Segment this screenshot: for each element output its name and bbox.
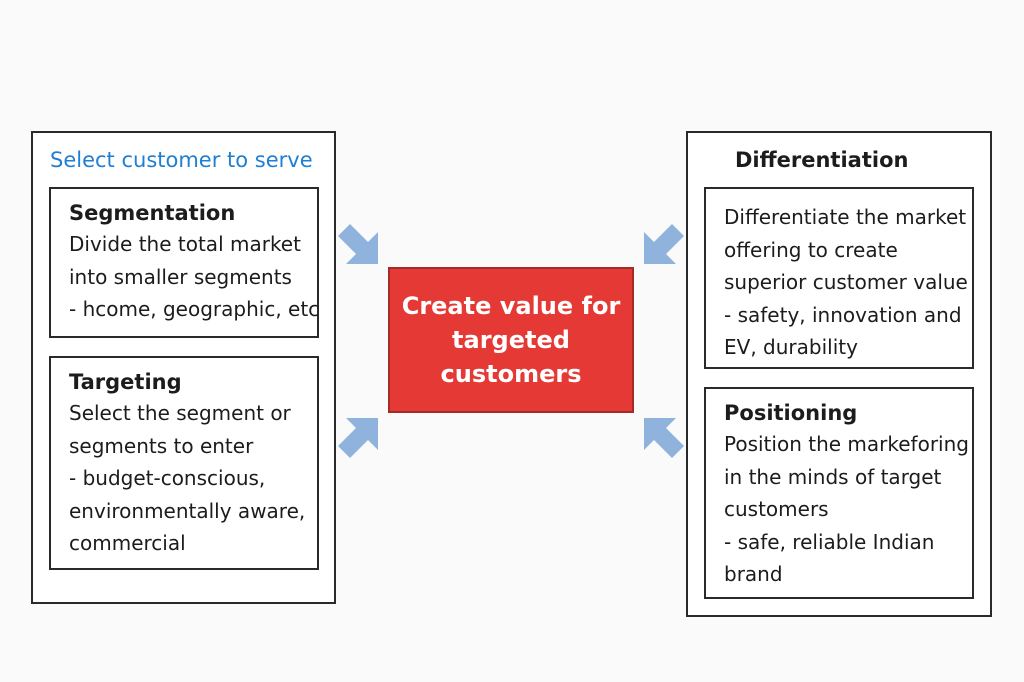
positioning-line: - safe, reliable Indian [724, 529, 935, 554]
targeting-line: environmentally aware, [69, 498, 306, 523]
differentiation-line: - safety, innovation and [724, 302, 962, 327]
positioning-line: in the minds of target [724, 464, 942, 489]
differentiation-line: superior customer value [724, 270, 968, 294]
arrow-up-right-icon [338, 418, 378, 458]
center-value-box: Create value for targeted customers [388, 267, 634, 413]
targeting-line: Select the segment or [69, 401, 291, 425]
arrow-down-left-icon [644, 224, 684, 264]
targeting-title: Targeting [69, 370, 182, 394]
targeting-line: commercial [69, 531, 186, 555]
differentiation-line: Differentiate the market [724, 205, 967, 229]
segmentation-title: Segmentation [69, 201, 236, 225]
targeting-line: segments to enter [69, 433, 254, 458]
segmentation-line: into smaller segments [69, 264, 292, 289]
positioning-line: Position the markeforing [724, 432, 969, 456]
segmentation-card: Segmentation Divide the total market int… [49, 187, 319, 338]
left-panel-title: Select customer to serve [50, 148, 313, 172]
differentiation-card: Differentiate the market offering to cre… [704, 187, 974, 369]
arrow-up-left-icon [644, 418, 684, 458]
positioning-line: customers [724, 497, 829, 521]
differentiation-line: EV, durability [724, 335, 858, 359]
center-line: Create value for [401, 292, 621, 320]
center-line: targeted [452, 326, 570, 354]
differentiation-line: offering to create [724, 237, 898, 262]
positioning-card: Positioning Position the markeforing in … [704, 387, 974, 599]
targeting-line: - budget-conscious, [69, 466, 266, 490]
positioning-line: brand [724, 562, 783, 586]
arrow-down-right-icon [338, 224, 378, 264]
positioning-title: Positioning [724, 401, 858, 425]
right-panel-title: Differentiation [735, 148, 909, 172]
segmentation-line: - hcome, geographic, etc [69, 297, 320, 321]
segmentation-line: Divide the total market [69, 232, 301, 256]
center-line: customers [440, 360, 582, 388]
targeting-card: Targeting Select the segment or segments… [49, 356, 319, 570]
